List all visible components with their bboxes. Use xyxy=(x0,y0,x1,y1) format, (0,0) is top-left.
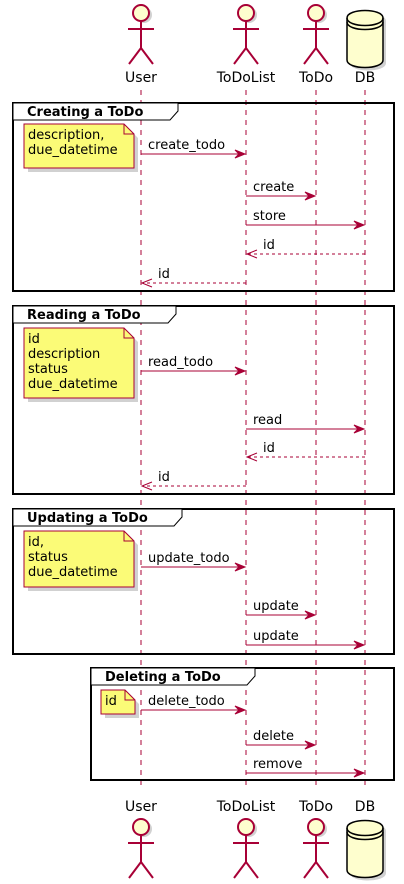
top-todo-actor-icon xyxy=(303,4,329,65)
top-user-actor-icon xyxy=(128,4,154,65)
message-update: update xyxy=(246,599,317,620)
message-delete: delete xyxy=(246,729,317,750)
message-label: delete_todo xyxy=(148,694,225,709)
note-line: description, xyxy=(28,128,104,143)
message-delete-todo: delete_todo xyxy=(141,694,247,715)
note xyxy=(23,530,135,588)
bottom-todo-actor-icon xyxy=(303,818,329,879)
note-line: due_datetime xyxy=(28,143,118,158)
fragment-frame xyxy=(12,508,395,655)
message-label: id xyxy=(158,267,170,282)
note-line: id xyxy=(28,332,40,347)
note-line: due_datetime xyxy=(28,377,118,392)
note xyxy=(100,689,136,715)
message-label: id xyxy=(263,238,275,253)
fragment-tab xyxy=(12,305,177,324)
fragment-tab xyxy=(90,667,256,686)
message-label: id xyxy=(263,441,275,456)
message-label: update xyxy=(253,629,299,644)
arrow-head-icon xyxy=(304,610,317,620)
note-line: status xyxy=(28,550,68,565)
message-label: create_todo xyxy=(148,138,225,153)
message-label: store xyxy=(253,209,286,224)
arrow-head-icon xyxy=(353,424,366,434)
note-line: status xyxy=(28,362,68,377)
participant-label-bottom-todolist: ToDoList xyxy=(216,799,276,815)
message-read-todo: read_todo xyxy=(141,355,247,376)
participant-label-top-todolist: ToDoList xyxy=(216,70,276,86)
message-label: read_todo xyxy=(148,355,213,370)
note xyxy=(23,123,135,169)
arrow-head-icon xyxy=(304,740,317,750)
note-line: id xyxy=(105,694,117,709)
message-label: delete xyxy=(253,729,294,744)
fragment-frame xyxy=(12,102,395,292)
bottom-db-database-icon xyxy=(346,819,386,881)
arrow-head-icon xyxy=(353,220,366,230)
fragment-tab xyxy=(12,102,179,121)
arrow-head-icon xyxy=(353,640,366,650)
arrow-head-icon xyxy=(234,149,247,159)
message-label: read xyxy=(253,413,282,428)
arrow-head-icon xyxy=(140,481,153,491)
message-id: id xyxy=(245,238,365,259)
arrow-head-icon xyxy=(245,452,258,462)
participant-label-bottom-user: User xyxy=(125,799,157,815)
fragment-title: Creating a ToDo xyxy=(27,105,143,120)
participant-label-top-user: User xyxy=(125,70,157,86)
note-line: due_datetime xyxy=(28,565,118,580)
fragment-2: Updating a ToDoid,statusdue_datetimeupda… xyxy=(12,508,395,655)
fragment-1: Reading a ToDoiddescriptionstatusdue_dat… xyxy=(12,305,395,495)
arrow-head-icon xyxy=(234,562,247,572)
arrow-head-icon xyxy=(304,191,317,201)
message-label: update xyxy=(253,599,299,614)
participant-label-bottom-todo: ToDo xyxy=(298,799,333,815)
message-id: id xyxy=(140,267,246,288)
note-line: id, xyxy=(28,535,44,550)
fragment-title: Deleting a ToDo xyxy=(105,670,221,685)
top-todolist-actor-icon xyxy=(233,4,259,65)
bottom-user-actor-icon xyxy=(128,818,154,879)
participant-label-top-todo: ToDo xyxy=(298,70,333,86)
message-store: store xyxy=(246,209,366,230)
arrow-head-icon xyxy=(353,768,366,778)
message-label: remove xyxy=(253,757,302,772)
message-update: update xyxy=(246,629,366,650)
arrow-head-icon xyxy=(140,278,153,288)
arrow-head-icon xyxy=(234,705,247,715)
message-create-todo: create_todo xyxy=(141,138,247,159)
message-remove: remove xyxy=(246,757,366,778)
note-line: description xyxy=(28,347,100,362)
message-label: id xyxy=(158,470,170,485)
fragment-title: Updating a ToDo xyxy=(27,511,148,526)
participant-label-top-db: DB xyxy=(355,70,375,86)
top-db-database-icon xyxy=(346,9,386,71)
bottom-todolist-actor-icon xyxy=(233,818,259,879)
message-label: create xyxy=(253,180,294,195)
participant-label-bottom-db: DB xyxy=(355,799,375,815)
message-label: update_todo xyxy=(148,551,230,566)
fragment-tab xyxy=(12,508,183,527)
message-id: id xyxy=(245,441,365,462)
message-read: read xyxy=(246,413,366,434)
message-update-todo: update_todo xyxy=(141,551,247,572)
arrow-head-icon xyxy=(245,249,258,259)
fragment-title: Reading a ToDo xyxy=(27,308,141,323)
message-create: create xyxy=(246,180,317,201)
message-id: id xyxy=(140,470,246,491)
arrow-head-icon xyxy=(234,366,247,376)
fragment-frame xyxy=(12,305,395,495)
note xyxy=(23,327,135,399)
